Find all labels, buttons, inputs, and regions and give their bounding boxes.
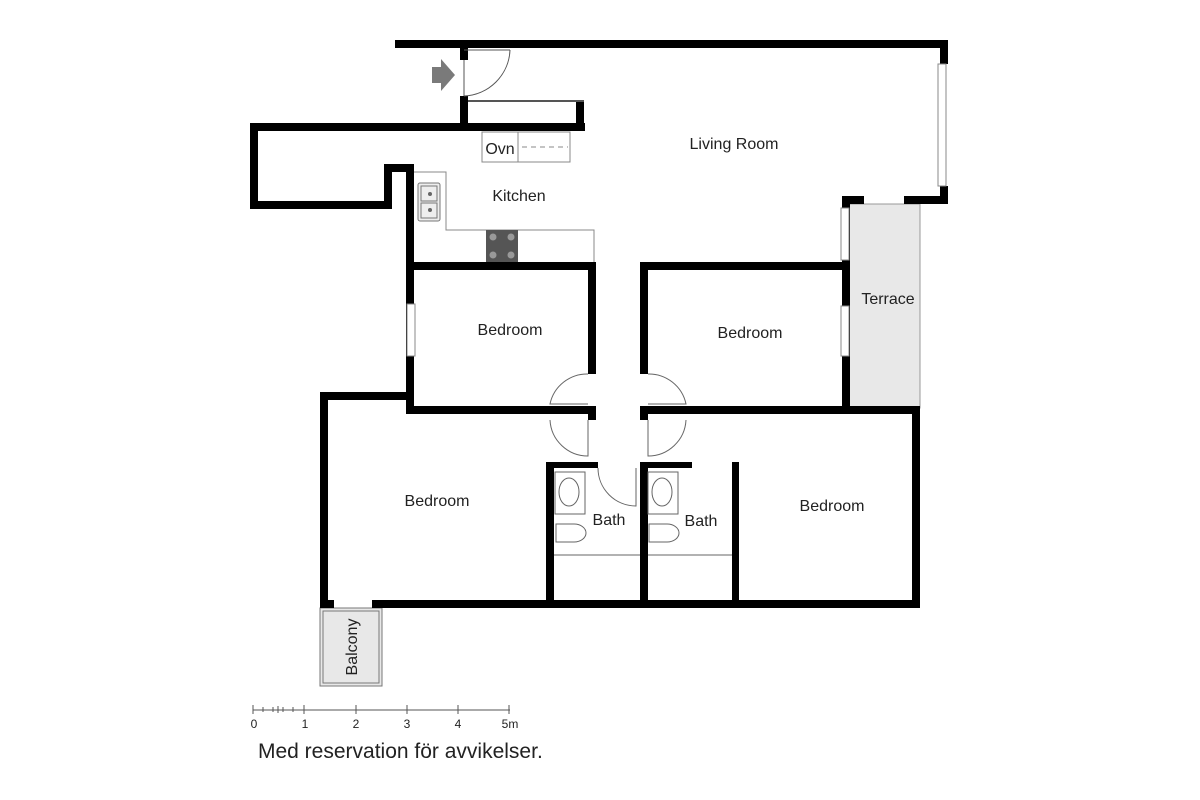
entrance-arrow-icon <box>432 59 455 91</box>
scale-tick-5: 5m <box>502 717 519 731</box>
balcony-area <box>319 607 383 687</box>
sink-icon <box>417 182 441 222</box>
scale-bar <box>252 705 510 714</box>
oven-label: Ovn <box>485 141 514 158</box>
kitchen-label: Kitchen <box>492 188 545 205</box>
kitchen-counters <box>414 131 595 262</box>
windows <box>406 63 947 357</box>
scale-tick-2: 2 <box>353 717 360 731</box>
scale-tick-0: 0 <box>251 717 258 731</box>
interior-doors <box>549 373 687 507</box>
entry-door <box>463 49 511 97</box>
scale-tick-4: 4 <box>455 717 462 731</box>
scale-tick-1: 1 <box>302 717 309 731</box>
bath-label-left: Bath <box>593 512 626 529</box>
living-room-label: Living Room <box>690 136 779 153</box>
bedroom-label-top-right: Bedroom <box>718 325 783 342</box>
bedroom-label-bottom-right: Bedroom <box>800 498 865 515</box>
terrace-label: Terrace <box>861 291 914 308</box>
disclaimer-text: Med reservation för avvikelser. <box>258 740 543 763</box>
bath-label-right: Bath <box>685 513 718 530</box>
walls <box>250 40 948 608</box>
bedroom-label-bottom-left: Bedroom <box>405 493 470 510</box>
stove-icon <box>486 230 518 262</box>
scale-tick-3: 3 <box>404 717 411 731</box>
balcony-label: Balcony <box>344 619 361 676</box>
terrace-area <box>847 203 921 409</box>
bedroom-label-top-left: Bedroom <box>478 322 543 339</box>
bath-fixtures <box>554 471 732 556</box>
